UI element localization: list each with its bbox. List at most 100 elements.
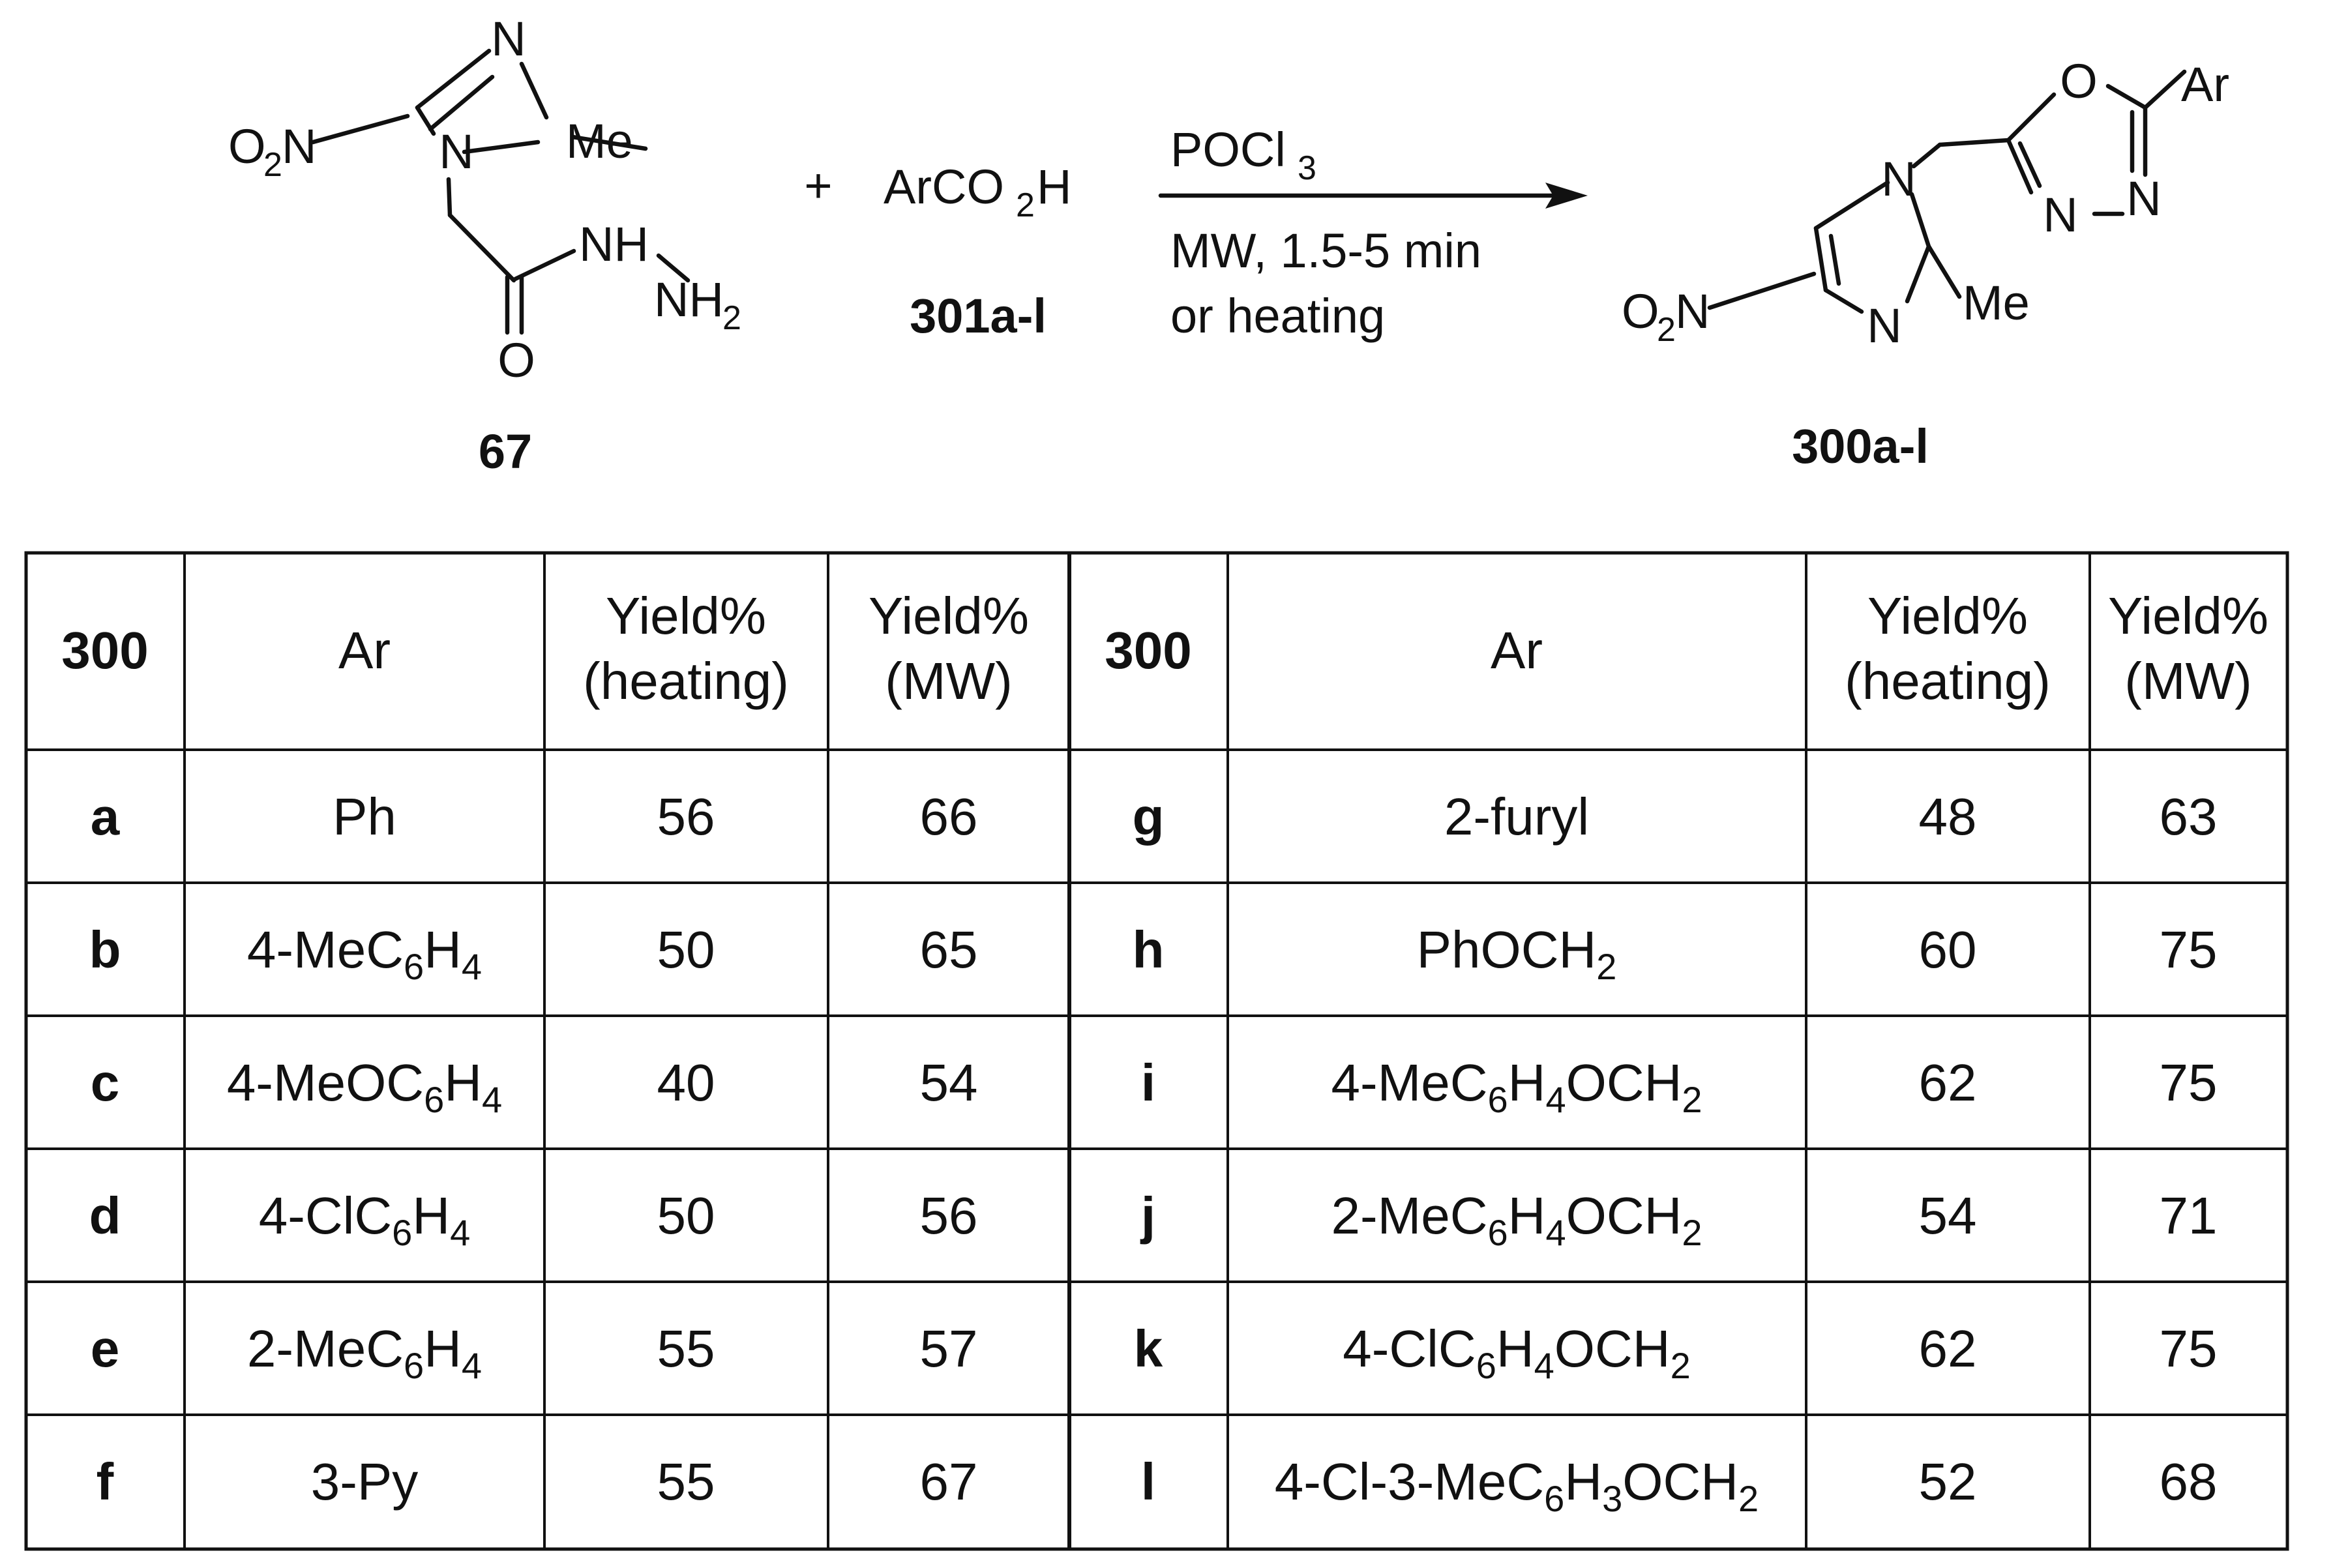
header-yield-mw-right-l1: Yield% [2108, 587, 2268, 645]
svg-text:POCl: POCl [1170, 123, 1286, 177]
product-ring-n1: N [1881, 152, 1916, 206]
ar-substituent-cell: PhOCH2 [1417, 921, 1617, 987]
yield-heating-cell: 54 [1919, 1187, 1977, 1245]
yield-heating-cell: 40 [657, 1054, 715, 1112]
product-ring-n3: N [1867, 299, 1901, 353]
compound-id-cell: e [91, 1320, 120, 1378]
oxadiazole-n3: N [2043, 188, 2077, 242]
yield-heating-cell: 56 [657, 788, 715, 846]
product-methyl-label: Me [1963, 276, 2030, 330]
svg-text:2: 2 [722, 299, 741, 337]
yield-heating-cell: 55 [657, 1320, 715, 1378]
table-row: k 4-ClC6H4OCH2 62 75 [1134, 1320, 2218, 1386]
svg-text:ArCO: ArCO [884, 160, 1004, 214]
carbonyl-oxygen: O [498, 333, 535, 387]
nitro-group-label: O 2 N [228, 119, 316, 184]
compound-id-cell: c [91, 1054, 120, 1112]
yield-mw-cell: 63 [2160, 788, 2218, 846]
ring-nitrogen-n1: N [439, 125, 473, 179]
header-yield-heating-left-l1: Yield% [606, 587, 766, 645]
yield-table: 300 Ar Yield% (heating) Yield% (MW) 300 … [24, 551, 2289, 1551]
yield-mw-cell: 56 [920, 1187, 978, 1245]
ar-substituent-cell: 4-ClC6H4 [259, 1187, 471, 1253]
compound-id-67: 67 [479, 424, 532, 479]
yield-heating-cell: 52 [1919, 1453, 1977, 1511]
header-yield-heating-right-l1: Yield% [1867, 587, 2028, 645]
yield-mw-cell: 71 [2160, 1187, 2218, 1245]
conditions-line-2: or heating [1170, 289, 1385, 343]
svg-text:N: N [282, 119, 316, 173]
ar-substituent-cell: 2-MeC6H4OCH2 [1331, 1187, 1702, 1253]
ar-substituent-cell: 4-MeOC6H4 [227, 1054, 502, 1120]
header-yield-mw-left-l2: (MW) [885, 652, 1012, 710]
ar-substituent-cell: Ph [333, 788, 396, 846]
carboxylic-acid-label: ArCO 2 H [884, 160, 1071, 224]
header-yield-mw-left-l1: Yield% [869, 587, 1029, 645]
svg-text:O: O [1622, 284, 1659, 338]
reagent-above-arrow: POCl 3 [1170, 123, 1316, 187]
yield-mw-cell: 75 [2160, 921, 2218, 979]
product-nitro-bond [1707, 271, 1817, 310]
reaction-arrow [1158, 183, 1588, 209]
ar-substituent-cell: 4-ClC6H4OCH2 [1343, 1320, 1690, 1386]
yield-mw-cell: 75 [2160, 1320, 2218, 1378]
header-ar-right: Ar [1491, 621, 1543, 679]
yield-mw-cell: 57 [920, 1320, 978, 1378]
svg-text:O: O [228, 119, 266, 173]
svg-text:2: 2 [1657, 311, 1676, 349]
ar-substituent-cell: 4-MeC6H4OCH2 [1331, 1054, 1702, 1120]
table-row: i 4-MeC6H4OCH2 62 75 [1141, 1054, 2218, 1120]
header-ar-left: Ar [338, 621, 391, 679]
starting-material-67: N N Me O 2 N O NH NH 2 67 [228, 12, 741, 479]
yield-heating-cell: 50 [657, 1187, 715, 1245]
table-row: a Ph 56 66 [91, 788, 978, 846]
yield-mw-cell: 67 [920, 1453, 978, 1511]
conditions-line-1: MW, 1.5-5 min [1170, 224, 1481, 278]
oxadiazole-oxygen: O [2060, 54, 2098, 108]
yield-heating-cell: 62 [1919, 1320, 1977, 1378]
compound-id-cell: b [89, 921, 121, 979]
compound-id-cell: l [1141, 1453, 1155, 1511]
table-row: e 2-MeC6H4 55 57 [91, 1320, 978, 1386]
nh2-label: NH 2 [654, 273, 741, 337]
yield-heating-cell: 62 [1919, 1054, 1977, 1112]
svg-text:H: H [1037, 160, 1071, 214]
header-compound-left: 300 [61, 621, 148, 679]
acetohydrazide-chain-bonds [446, 177, 691, 335]
header-compound-right: 300 [1105, 621, 1191, 679]
aryl-label: Ar [2181, 57, 2229, 111]
oxadiazole-n4: N [2126, 171, 2161, 226]
nitro-bond [310, 113, 410, 145]
table-row: j 2-MeC6H4OCH2 54 71 [1140, 1187, 2218, 1253]
compound-id-cell: i [1141, 1054, 1155, 1112]
yield-heating-cell: 48 [1919, 788, 1977, 846]
compound-id-cell: g [1133, 788, 1165, 846]
header-yield-mw-right-l2: (MW) [2124, 652, 2251, 710]
ring-nitrogen-n3: N [491, 12, 526, 66]
oxadiazole-ring-bonds [1937, 69, 2187, 216]
svg-text:2: 2 [263, 146, 282, 184]
compound-id-cell: d [89, 1187, 121, 1245]
table-row: d 4-ClC6H4 50 56 [89, 1187, 978, 1253]
ar-substituent-cell: 3-Py [311, 1453, 419, 1511]
yield-mw-cell: 66 [920, 788, 978, 846]
compound-id-cell: j [1140, 1187, 1155, 1245]
compound-id-cell: k [1134, 1320, 1163, 1378]
compound-id-300: 300a-l [1792, 419, 1929, 473]
ar-substituent-cell: 2-furyl [1444, 788, 1589, 846]
plus-sign: + [804, 158, 832, 213]
table-row: g 2-furyl 48 63 [1133, 788, 2218, 846]
svg-text:2: 2 [1016, 186, 1035, 224]
header-yield-heating-right-l2: (heating) [1845, 652, 2051, 710]
header-yield-heating-left-l2: (heating) [583, 652, 789, 710]
yield-mw-cell: 75 [2160, 1054, 2218, 1112]
compound-id-cell: a [91, 788, 120, 846]
ar-substituent-cell: 2-MeC6H4 [247, 1320, 482, 1386]
